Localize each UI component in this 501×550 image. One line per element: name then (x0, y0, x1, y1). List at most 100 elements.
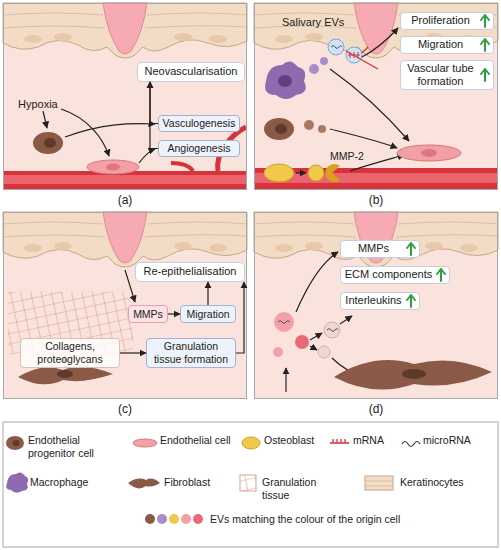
process-box: Vasculogenesis (158, 115, 240, 132)
legend-entry: Keratinocytes (400, 476, 490, 489)
endothelial-cell (87, 160, 139, 174)
box-text: Migration (418, 38, 463, 51)
panel-frame: (b)ProliferationMigrationVascular tube f… (254, 3, 498, 190)
mmp-enzyme (325, 164, 340, 182)
legend-entry: Macrophage (30, 476, 120, 489)
factor-box: Collagens, proteoglycans (20, 338, 120, 368)
legend-icon (330, 439, 349, 443)
box-text: ECM components (345, 268, 432, 281)
process-box: Migration (180, 305, 236, 323)
process-box: Re-epithelialisation (135, 262, 245, 282)
legend-frame (3, 422, 498, 547)
legend-entry: microRNA (423, 434, 493, 447)
increase-arrow (407, 243, 415, 255)
panel-frame: (c)Re-epithelialisationMMPsMigrationColl… (3, 212, 247, 399)
vesicle (324, 322, 340, 338)
connector-arrow (150, 82, 158, 149)
leader-arrow (61, 109, 109, 156)
box-text: Re-epithelialisation (144, 265, 237, 278)
cell-nucleus (44, 138, 56, 148)
annotation-label: Hypoxia (18, 98, 78, 110)
leader-arrow (285, 368, 286, 392)
leader-arrow (65, 124, 155, 137)
effect-box: Migration (400, 36, 494, 54)
box-text: Collagens, proteoglycans (24, 340, 116, 365)
box-text: MMPs (358, 242, 389, 255)
panel-label: (c) (4, 402, 246, 416)
box-text: Interleukins (345, 294, 401, 307)
osteoblast (264, 164, 294, 182)
legend-text: Endothelial progenitor cell (28, 434, 128, 460)
increase-arrow (481, 69, 489, 81)
box-text: Granulation tissue formation (150, 340, 232, 365)
legend-icon (169, 514, 179, 524)
cell-nucleus (402, 369, 426, 379)
vessel-branch (171, 163, 193, 171)
panel-c-art (3, 212, 247, 399)
box-text: Angiogenesis (167, 142, 230, 155)
panel-label: (d) (255, 402, 497, 416)
legend-text: Keratinocytes (400, 476, 464, 489)
legend-icon (240, 475, 256, 491)
legend-icon (133, 439, 157, 447)
vesicle (318, 125, 326, 133)
increase-arrow (481, 15, 489, 27)
legend-icon (365, 481, 393, 486)
process-box: Granulation tissue formation (146, 338, 236, 368)
effect-box: Vascular tube formation (400, 60, 494, 90)
progenitor-cell (33, 132, 63, 154)
blood-vessel (3, 171, 247, 190)
skin-layers (254, 212, 498, 399)
vesicle (273, 347, 283, 357)
legend-icon (6, 436, 24, 450)
cell-nucleus (275, 124, 287, 134)
panel-d-art (254, 212, 498, 399)
legend-icon (6, 472, 28, 492)
legend-text: Endothelial cell (160, 434, 231, 447)
leader-arrow (125, 270, 135, 302)
effect-box: Interleukins (340, 292, 420, 310)
legend-text: mRNA (353, 434, 384, 447)
vesicle (295, 335, 309, 349)
endothelial-cell (397, 145, 461, 161)
legend-entry: Fibroblast (164, 476, 234, 489)
microrna (331, 46, 342, 49)
panel-b-art (254, 3, 498, 190)
leader-arrow (310, 333, 322, 340)
legend-icon (145, 514, 155, 524)
increase-arrow (407, 295, 415, 307)
effect-box: Proliferation (400, 12, 494, 30)
leader-arrow (340, 316, 352, 324)
legend-icon (157, 514, 167, 524)
connector-arrow (120, 352, 146, 353)
legend-entry: mRNA (353, 434, 398, 447)
box-text: MMPs (133, 308, 163, 321)
legend-art (3, 422, 498, 547)
increase-arrow (481, 39, 489, 51)
leader-arrow (330, 69, 409, 141)
legend-text: EVs matching the colour of the origin ce… (210, 513, 400, 526)
legend-entry: EVs matching the colour of the origin ce… (210, 513, 480, 526)
connector-arrow (168, 313, 180, 314)
legend-entry: Osteoblast (264, 434, 324, 447)
panel-frame: (a)NeovascularisationVasculogenesisAngio… (3, 3, 247, 190)
legend-icon (365, 476, 393, 490)
leader-arrow (139, 149, 155, 163)
process-box: Neovascularisation (137, 62, 245, 82)
legend-entry: Granulation tissue (262, 476, 337, 502)
fibroblast (18, 367, 113, 385)
legend-text: microRNA (423, 434, 471, 447)
effect-box: ECM components (340, 266, 450, 284)
annotation-label: MMP-2 (330, 150, 380, 162)
legend-entry: Endothelial cell (160, 434, 240, 447)
connector-arrow (150, 82, 158, 124)
box-text: Proliferation (411, 14, 470, 27)
leader-arrow (330, 129, 397, 148)
legend-icon (193, 514, 203, 524)
legend-icon (128, 479, 160, 489)
connector-arrow (207, 282, 208, 305)
vesicle (308, 165, 324, 181)
